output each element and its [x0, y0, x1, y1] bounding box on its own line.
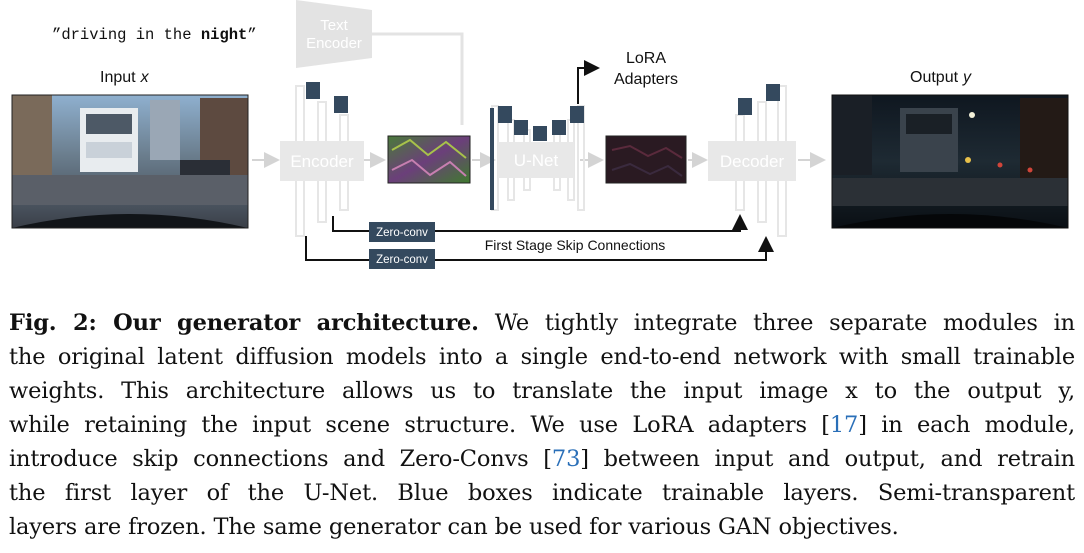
zero-conv-2	[369, 249, 435, 269]
skip-connections-label: First Stage Skip Connections	[485, 237, 666, 253]
unet-lora-4	[552, 120, 566, 135]
unet-lora-3	[533, 126, 547, 141]
figure-caption: Fig. 2: Our generator architecture. We t…	[9, 306, 1075, 544]
unet-lora-1	[498, 106, 512, 123]
svg-text:Text: Text	[320, 17, 348, 34]
encoder-label: Encoder	[290, 152, 354, 171]
caption-line-6: the first layer of the U-Net. Blue boxes…	[9, 480, 1075, 506]
unet-label: U-Net	[514, 151, 559, 170]
caption-line-1: Fig. 2: Our generator architecture. We t…	[9, 310, 1076, 336]
latent-map-input	[387, 135, 471, 184]
unet-block: U-Net	[491, 105, 585, 211]
caption-line-7: layers are frozen. The same generator ca…	[9, 514, 899, 540]
svg-text:Zero-conv: Zero-conv	[376, 227, 428, 239]
text-prompt: ”driving in the night”	[52, 26, 257, 44]
encoder-block: Encoder	[280, 85, 364, 237]
lora-label-1: LoRA	[626, 50, 666, 67]
caption-label: Fig. 2: Our generator architecture.	[9, 310, 479, 336]
encoder-lora-2	[334, 96, 348, 113]
encoder-lora-1	[306, 82, 320, 99]
svg-text:Encoder: Encoder	[306, 35, 362, 52]
skip-connection-1	[332, 214, 748, 232]
input-image	[11, 94, 249, 229]
output-image	[831, 94, 1069, 229]
svg-text:Zero-conv: Zero-conv	[376, 254, 428, 266]
text-encoder: Text Encoder	[296, 0, 372, 68]
text-condition-connector	[372, 32, 464, 125]
unet-lora-5	[570, 106, 584, 123]
decoder-label: Decoder	[720, 152, 785, 171]
decoder-block: Decoder	[708, 85, 796, 237]
latent-map-output	[605, 135, 687, 184]
caption-line-3: weights. This architecture allows us to …	[9, 378, 1075, 404]
decoder-lora-1	[738, 98, 752, 115]
lora-arrow	[577, 60, 600, 104]
caption-line-5: introduce skip connections and Zero-Conv…	[9, 446, 1076, 472]
caption-line-2: the original latent diffusion models int…	[9, 344, 1075, 370]
skip-connection-2	[305, 236, 774, 261]
citation-73[interactable]: 73	[551, 446, 581, 472]
unet-lora-2	[514, 120, 528, 135]
lora-label-2: Adapters	[614, 71, 678, 88]
zero-conv-1	[369, 222, 435, 242]
decoder-lora-2	[766, 84, 780, 101]
architecture-diagram: ”driving in the night” Text Encoder Inpu…	[11, 0, 1069, 269]
citation-17[interactable]: 17	[829, 412, 859, 438]
caption-line-4: while retaining the input scene structur…	[9, 412, 1075, 438]
unet-first-layer	[490, 108, 494, 210]
